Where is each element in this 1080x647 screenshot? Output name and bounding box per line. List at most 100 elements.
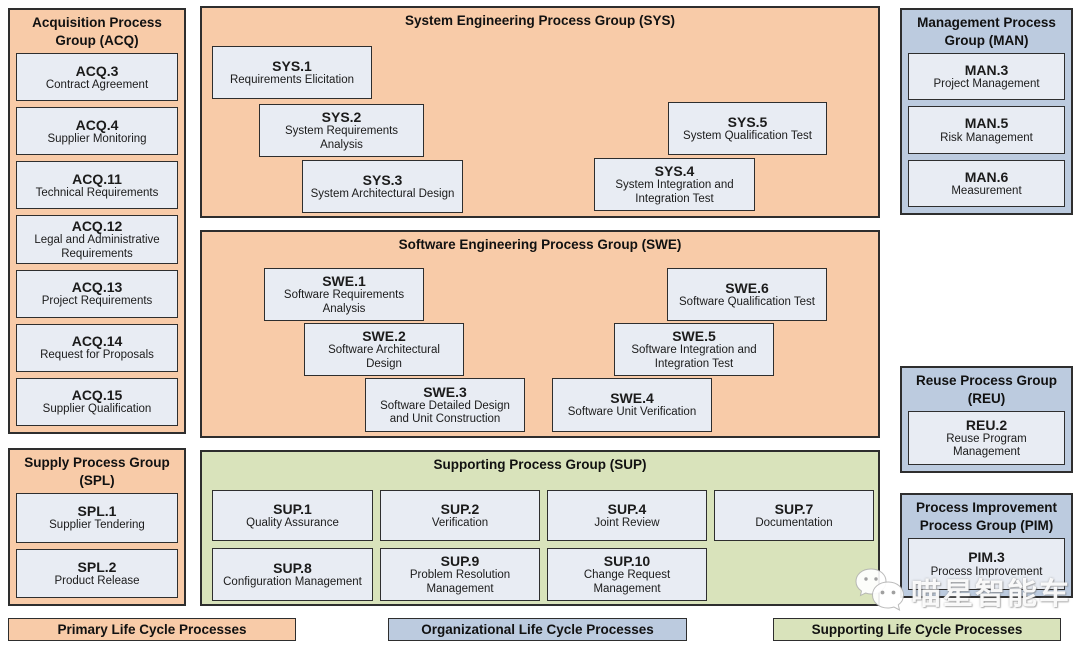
process-name: Verification [431,516,489,529]
process-box-acq-15: ACQ.15 Supplier Qualification [16,377,178,426]
process-box-sys-5: SYS.5 System Qualification Test [668,102,827,155]
process-id: SUP.2 [440,500,480,517]
process-name: Contract Agreement [45,78,149,91]
process-box-acq-13: ACQ.13 Project Requirements [16,269,178,318]
group-man-title: Management Process Group (MAN) [917,15,1056,48]
process-box-sup-10: SUP.10 Change Request Management [547,548,707,601]
process-name: Configuration Management [223,575,362,588]
process-box-sys-3: SYS.3 System Architectural Design [302,160,463,213]
process-box-sup-2: SUP.2 Verification [380,490,540,541]
process-name: Requirements Elicitation [229,73,354,86]
legend-primary: Primary Life Cycle Processes [8,618,296,641]
process-name: Software Unit Verification [567,406,697,419]
process-id: ACQ.3 [75,62,119,79]
legend-supporting: Supporting Life Cycle Processes [773,618,1061,641]
process-name: Software Architectural Design [328,344,440,370]
group-acq-title: Acquisition Process Group (ACQ) [32,15,162,48]
process-name: Project Requirements [41,295,153,308]
group-sup-title: Supporting Process Group (SUP) [433,457,647,472]
process-box-swe-5: SWE.5 Software Integration and Integrati… [614,323,774,376]
group-acq: Acquisition Process Group (ACQ) ACQ.3 Co… [8,8,186,434]
process-box-acq-4: ACQ.4 Supplier Monitoring [16,107,178,156]
process-name: Technical Requirements [35,186,159,199]
process-id: SUP.8 [273,559,312,576]
process-name: Software Qualification Test [679,295,815,308]
process-id: SYS.5 [727,113,768,130]
process-name: Project Management [933,78,1040,91]
group-acq-items: ACQ.3 Contract Agreement ACQ.4 Supplier … [10,51,184,432]
group-man-items: MAN.3 Project Management MAN.5 Risk Mana… [902,51,1071,213]
process-id: REU.2 [965,416,1008,433]
group-swe: Software Engineering Process Group (SWE)… [200,230,880,438]
group-pim-title: Process Improvement Process Group (PIM) [915,500,1058,533]
process-name: Supplier Qualification [42,403,152,416]
process-id: SUP.4 [607,500,647,517]
process-name: Joint Review [594,516,660,529]
process-name: Software Requirements Analysis [283,289,405,315]
process-id: PIM.3 [968,549,1005,566]
process-id: ACQ.15 [71,387,123,404]
group-spl-title: Supply Process Group (SPL) [24,455,170,488]
process-box-acq-11: ACQ.11 Technical Requirements [16,161,178,210]
process-name: Risk Management [940,131,1033,144]
process-box-acq-12: ACQ.12 Legal and Administrative Requirem… [16,215,178,264]
process-name: Request for Proposals [40,349,154,362]
process-id: SUP.1 [273,500,312,517]
group-spl: Supply Process Group (SPL) SPL.1 Supplie… [8,448,186,606]
process-id: SYS.2 [321,109,362,126]
group-reu-title: Reuse Process Group (REU) [915,373,1058,406]
process-id: MAN.5 [964,115,1009,132]
process-id: ACQ.4 [75,116,119,133]
process-name: Software Detailed Design and Unit Constr… [380,399,510,426]
process-box-swe-2: SWE.2 Software Architectural Design [304,323,464,376]
process-id: MAN.6 [964,168,1009,185]
process-name: System Qualification Test [683,129,812,142]
process-box-swe-4: SWE.4 Software Unit Verification [552,378,712,432]
process-name: System Architectural Design [310,187,455,200]
process-id: SYS.1 [272,57,312,74]
process-name: Product Release [54,574,140,587]
group-sys-title: System Engineering Process Group (SYS) [404,13,676,28]
process-id: ACQ.11 [72,170,122,187]
process-box-sys-1: SYS.1 Requirements Elicitation [212,46,372,99]
process-box-reu-2: REU.2 Reuse Program Management [908,411,1065,465]
process-name: Software Integration and Integration Tes… [631,344,757,370]
process-name: Quality Assurance [246,516,339,529]
process-box-man-5: MAN.5 Risk Management [908,106,1065,154]
group-man: Management Process Group (MAN) MAN.3 Pro… [900,8,1073,215]
process-box-pim-3: PIM.3 Process Improvement [908,538,1065,590]
group-pim: Process Improvement Process Group (PIM) … [900,493,1073,598]
legend-organizational: Organizational Life Cycle Processes [388,618,687,641]
process-box-man-3: MAN.3 Project Management [908,53,1065,101]
group-swe-title: Software Engineering Process Group (SWE) [398,237,682,252]
process-id: ACQ.14 [71,333,123,350]
process-id: ACQ.12 [71,218,123,235]
group-reu: Reuse Process Group (REU) REU.2 Reuse Pr… [900,366,1073,473]
process-name: System Integration and Integration Test [615,179,734,205]
process-box-sup-7: SUP.7 Documentation [714,490,874,541]
process-box-sup-1: SUP.1 Quality Assurance [212,490,373,541]
process-id: SPL.1 [77,503,117,520]
group-sys: System Engineering Process Group (SYS) S… [200,6,880,218]
group-reu-items: REU.2 Reuse Program Management [902,409,1071,471]
process-box-acq-14: ACQ.14 Request for Proposals [16,323,178,372]
process-name: Measurement [951,184,1022,197]
process-box-sys-2: SYS.2 System Requirements Analysis [259,104,424,157]
process-id: ACQ.13 [71,279,123,296]
process-id: SPL.2 [77,558,117,575]
process-box-spl-2: SPL.2 Product Release [16,548,178,598]
process-name: Reuse Program Management [946,432,1027,459]
process-id: SWE.1 [322,273,366,290]
process-id: SWE.3 [423,383,467,400]
process-box-swe-6: SWE.6 Software Qualification Test [667,268,827,321]
process-box-sup-9: SUP.9 Problem Resolution Management [380,548,540,601]
group-pim-items: PIM.3 Process Improvement [902,536,1071,596]
process-box-acq-3: ACQ.3 Contract Agreement [16,53,178,102]
process-box-swe-3: SWE.3 Software Detailed Design and Unit … [365,378,525,432]
process-id: SUP.9 [440,553,480,570]
process-id: SWE.4 [610,390,654,407]
process-box-swe-1: SWE.1 Software Requirements Analysis [264,268,424,321]
process-name: Process Improvement [930,565,1043,578]
process-name: Supplier Monitoring [47,132,147,145]
